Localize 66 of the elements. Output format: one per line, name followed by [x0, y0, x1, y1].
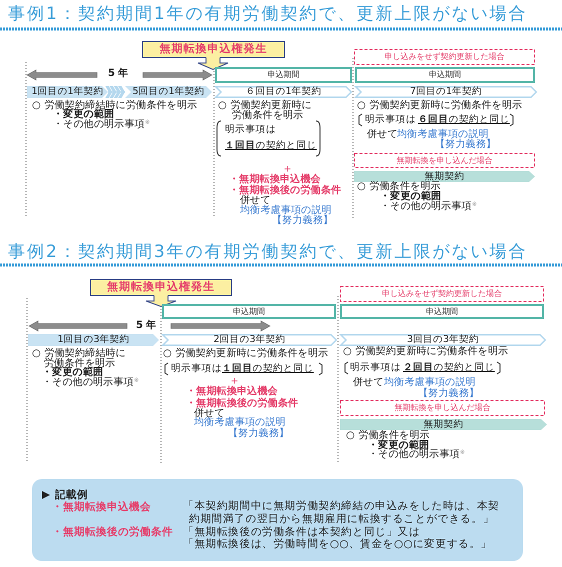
chevron-band: 3回目の3年契約: [340, 334, 546, 346]
plus-sign: ＋: [229, 375, 240, 386]
body-text: 併せて: [240, 196, 271, 206]
condition-box: 申し込みをせず契約更新した場合: [354, 49, 535, 65]
term-label: ・無期転換申込機会: [52, 501, 151, 513]
body-text: ○ 労働契約更新時に労働条件を明示: [218, 101, 313, 121]
chevron-band: 7回目の1年契約: [355, 86, 537, 98]
chevron-band: 1回目の1年契約: [27, 86, 108, 98]
body-text: 均衡考慮事項の説明: [240, 206, 332, 216]
condition-box: 無期転換を申し込んだ場合: [354, 153, 535, 168]
body-text: ・変更の範囲: [53, 110, 114, 120]
body-text: ６回目の契約と同じ: [418, 115, 510, 125]
body-text: 【努力義務】: [272, 216, 334, 226]
body-text: ・その他の明示事項$^{※}$: [368, 450, 466, 460]
body-text: ・無期転換申込機会: [229, 175, 321, 185]
body-text: 【努力義務】: [228, 429, 290, 439]
body-text: ○ 労働契約更新時に労働条件を明示: [163, 349, 328, 359]
period-box: 申込期間: [162, 304, 336, 319]
example-heading: 記載例: [55, 489, 88, 501]
chevron-band: 1回目の3年契約: [28, 334, 159, 346]
body-text: ○ 労働条件を明示: [346, 431, 430, 441]
body-text: ２回目の契約と同じ: [403, 363, 495, 373]
period-box: 申込期間: [340, 304, 544, 319]
body-text: ・無期転換後の労働条件: [186, 399, 298, 409]
body-text: ・変更の範囲: [42, 368, 104, 378]
example-box: [32, 479, 523, 561]
example-quote: 「無期転換後は、労働時間を○○、賃金を○○に変更する。」: [183, 538, 492, 550]
example-quote: 「無期転換後の労働条件は本契約と同じ」又は: [183, 526, 420, 538]
body-text: ・その他の明示事項$^{※}$: [53, 120, 150, 130]
body-text: ・無期転換申込機会: [186, 387, 278, 397]
chevron-band: 無期契約: [354, 171, 535, 182]
body-text: 明示事項は: [171, 364, 222, 374]
body-text: 明示事項は: [365, 115, 416, 125]
body-text: 均衡考慮事項の説明: [384, 378, 476, 388]
term-label: ・無期転換後の労働条件: [52, 526, 173, 538]
condition-box: 無期転換を申し込んだ場合: [340, 400, 545, 416]
body-text: 併せて: [353, 378, 384, 388]
body-text: 均衡考慮事項の説明: [397, 130, 489, 140]
body-text: 【努力義務】: [435, 140, 496, 150]
condition-box: 申し込みをせず契約更新した場合: [340, 286, 544, 302]
body-text: ○ 労働契約更新時に労働条件を明示: [357, 101, 522, 111]
chevron-band: 5回目の1年契約: [125, 86, 212, 98]
dimension-label: 5年: [108, 69, 131, 79]
dimension-label: 5年: [136, 321, 159, 331]
period-box: 申込期間: [355, 67, 535, 83]
body-text: 明示事項は: [225, 125, 276, 135]
example-quote: 「本契約期間中に無期労働契約締結の申込みをした時は、本契約期間満了の翌日から無期雇用に転換することができる。」: [183, 500, 500, 526]
body-text: 明示事項は: [350, 363, 401, 373]
chevron-band: 2回目の3年契約: [162, 334, 337, 346]
body-text: ・その他の明示事項$^{※}$: [380, 202, 478, 212]
plus-sign: ＋: [282, 163, 294, 174]
chevron-band: ６回目の1年契約: [215, 86, 352, 98]
body-text: １回目の契約と同じ: [222, 364, 314, 374]
section-title: 事例1：契約期間1年の有期労働契約で、更新上限がない場合: [8, 4, 528, 24]
body-text: ・変更の範囲: [380, 192, 442, 202]
period-box: 申込期間: [215, 67, 352, 83]
body-text: ○ 労働契約更新時に労働条件を明示: [343, 347, 508, 357]
body-text: １回目の契約と同じ: [225, 141, 317, 151]
body-text: 併せて: [367, 130, 398, 140]
body-text: 【努力義務】: [418, 389, 480, 399]
body-text: 均衡考慮事項の説明: [194, 418, 286, 428]
body-text: ・その他の明示事項$^{※}$: [42, 378, 140, 388]
body-text: ○ 労働条件を明示: [357, 182, 441, 192]
body-text: ・無期転換後の労働条件: [229, 186, 342, 196]
chevron-band: 無期契約: [340, 419, 547, 430]
section-title: 事例2：契約期間3年の有期労働契約で、更新上限がない場合: [8, 242, 528, 262]
